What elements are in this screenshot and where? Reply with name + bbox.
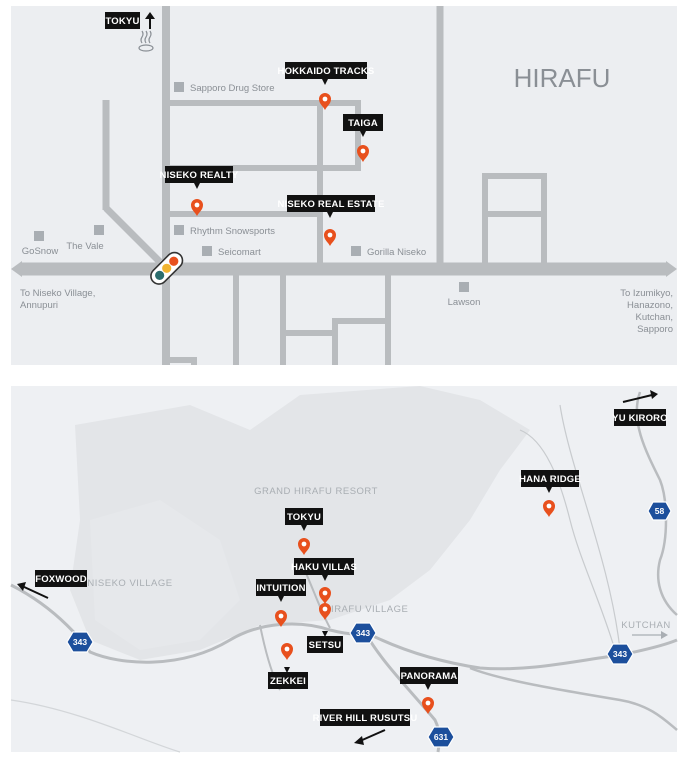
east-destination-line-1: To Izumikyo, xyxy=(620,288,673,299)
svg-text:RIVER HILL RUSUTSU: RIVER HILL RUSUTSU xyxy=(313,713,418,724)
tokyu-direction-label: TOKYU xyxy=(105,16,139,27)
svg-text:HAKU VILLAS: HAKU VILLAS xyxy=(291,562,357,573)
landmark-sapporo-drug-store: Sapporo Drug Store xyxy=(174,82,275,94)
svg-text:TAIGA: TAIGA xyxy=(348,118,378,129)
marker-tokyu[interactable]: TOKYU xyxy=(285,508,323,555)
shop-icon xyxy=(34,231,44,241)
svg-text:343: 343 xyxy=(356,628,370,638)
svg-text:58: 58 xyxy=(655,506,665,516)
svg-text:HANA RIDGE: HANA RIDGE xyxy=(519,474,581,485)
kutchan-label: KUTCHAN xyxy=(621,620,670,631)
town-map: TOKYU HIRAFU Sapporo Drug Store Rhythm S… xyxy=(11,6,677,365)
marker-intuition[interactable]: INTUITION xyxy=(256,579,306,627)
west-arrow-icon xyxy=(11,261,22,277)
town-map-background xyxy=(11,6,677,365)
hirafu-village-label: HIRAFU VILLAGE xyxy=(324,604,409,615)
route-58-shield: 58 xyxy=(647,501,672,521)
marker-niseko-real-estate[interactable]: NISEKO REAL ESTATE xyxy=(277,195,384,246)
marker-zekkei[interactable]: ZEKKEI xyxy=(268,643,308,689)
svg-text:TOKYU: TOKYU xyxy=(287,512,321,523)
svg-text:343: 343 xyxy=(73,637,87,647)
svg-text:Gorilla Niseko: Gorilla Niseko xyxy=(367,247,426,258)
marker-niseko-realty[interactable]: NISEKO REALTY xyxy=(160,166,239,216)
svg-text:Rhythm Snowsports: Rhythm Snowsports xyxy=(190,226,275,237)
svg-text:FOXWOOD: FOXWOOD xyxy=(35,574,87,585)
north-arrow-icon xyxy=(145,12,155,19)
svg-text:631: 631 xyxy=(434,732,448,742)
hirafu-area-label: HIRAFU xyxy=(514,63,611,93)
svg-text:HOKKAIDO TRACKS: HOKKAIDO TRACKS xyxy=(278,66,375,77)
marker-panorama[interactable]: PANORAMA xyxy=(400,667,458,714)
route-631-shield: 631 xyxy=(427,726,455,748)
svg-text:Seicomart: Seicomart xyxy=(218,247,261,258)
shop-icon xyxy=(351,246,361,256)
east-destination-line-3: Kutchan, xyxy=(636,312,674,323)
route-343-shield: 343 xyxy=(66,631,94,653)
region-map: GRAND HIRAFU RESORT NISEKO VILLAGE HIRAF… xyxy=(10,386,678,753)
marker-hana-ridge[interactable]: HANA RIDGE xyxy=(519,470,581,517)
landmark-seicomart: Seicomart xyxy=(202,246,261,258)
river-hill-rusutsu-direction[interactable]: RIVER HILL RUSUTSU xyxy=(313,709,418,745)
arrow-icon xyxy=(17,582,26,591)
svg-text:YU KIRORO: YU KIRORO xyxy=(612,413,668,424)
shop-icon xyxy=(94,225,104,235)
arrow-icon xyxy=(650,390,658,399)
svg-text:INTUITION: INTUITION xyxy=(256,583,305,594)
arrow-icon xyxy=(354,736,364,745)
niseko-village-label: NISEKO VILLAGE xyxy=(87,578,172,589)
shop-icon xyxy=(174,82,184,92)
hot-spring-icon xyxy=(138,30,154,52)
route-343-shield: 343 xyxy=(606,643,634,665)
svg-text:Lawson: Lawson xyxy=(448,297,481,308)
yu-kiroro-direction[interactable]: YU KIRORO xyxy=(612,390,668,426)
west-destination-line-1: To Niseko Village, xyxy=(20,288,95,299)
marker-hokkaido-tracks[interactable]: HOKKAIDO TRACKS xyxy=(278,62,375,110)
east-destination-line-2: Hanazono, xyxy=(627,300,673,311)
kutchan-arrow-icon xyxy=(632,631,668,639)
landmark-gosnow: GoSnow xyxy=(22,231,59,257)
svg-text:NISEKO REALTY: NISEKO REALTY xyxy=(160,170,239,181)
marker-setsu[interactable]: SETSU xyxy=(307,631,343,653)
route-343-shield: 343 xyxy=(349,622,377,644)
landmark-the-vale: The Vale xyxy=(66,225,104,252)
shop-icon xyxy=(459,282,469,292)
traffic-light-icon xyxy=(150,251,184,285)
town-roads xyxy=(11,6,677,365)
svg-text:PANORAMA: PANORAMA xyxy=(401,671,458,682)
svg-text:ZEKKEI: ZEKKEI xyxy=(270,676,306,687)
svg-text:The Vale: The Vale xyxy=(66,241,103,252)
svg-text:343: 343 xyxy=(613,649,627,659)
shop-icon xyxy=(202,246,212,256)
marker-taiga[interactable]: TAIGA xyxy=(343,114,383,162)
region-roads xyxy=(10,391,678,753)
landmark-lawson: Lawson xyxy=(448,282,481,308)
niseko-village-terrain xyxy=(90,500,240,650)
svg-text:Sapporo Drug Store: Sapporo Drug Store xyxy=(190,83,275,94)
svg-text:SETSU: SETSU xyxy=(309,640,342,651)
west-destination-line-2: Annupuri xyxy=(20,300,58,311)
svg-text:GoSnow: GoSnow xyxy=(22,246,59,257)
grand-hirafu-label: GRAND HIRAFU RESORT xyxy=(254,486,378,497)
svg-text:NISEKO REAL ESTATE: NISEKO REAL ESTATE xyxy=(277,199,384,210)
shop-icon xyxy=(174,225,184,235)
landmark-gorilla-niseko: Gorilla Niseko xyxy=(351,246,426,258)
landmark-rhythm-snowsports: Rhythm Snowsports xyxy=(174,225,275,237)
tokyu-direction: TOKYU xyxy=(105,12,155,52)
east-arrow-icon xyxy=(666,261,677,277)
foxwood-direction[interactable]: FOXWOOD xyxy=(17,570,87,599)
marker-haku-villas[interactable]: HAKU VILLAS xyxy=(291,558,357,620)
east-destination-line-4: Sapporo xyxy=(637,324,673,335)
